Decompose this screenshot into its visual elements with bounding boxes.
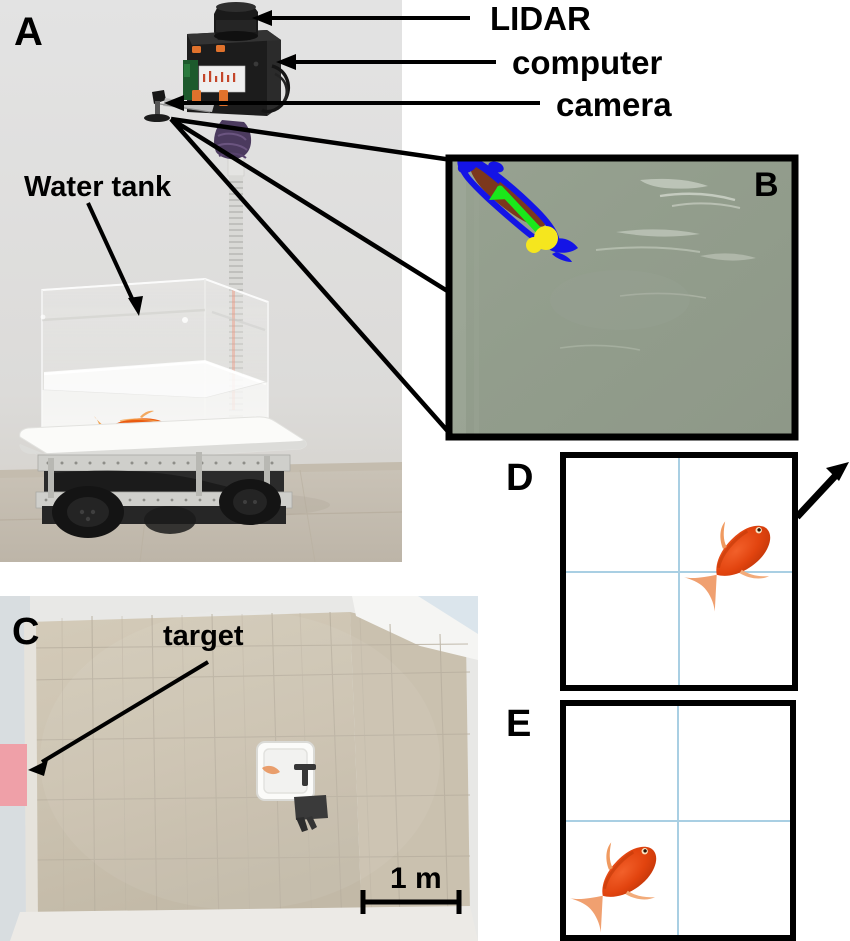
panel-letter-c: C [12,611,40,653]
fish-panel-d [684,521,771,612]
lidar-sensor [214,2,258,41]
panel-b-photo [445,154,799,441]
label-lidar: LIDAR [490,0,591,37]
panel-letter-d: D [506,457,534,499]
robot-chassis [35,452,293,538]
projection-lines [169,116,454,438]
motion-arrow-d [794,462,849,520]
water-tank-leader [86,202,143,316]
panel-letter-e: E [506,703,532,745]
label-target: target [163,620,244,652]
annotation-leaders [180,16,540,105]
camera-sensor [144,90,214,122]
robot-wheels [52,479,281,538]
robot-platform [19,416,307,470]
water-tank [40,277,269,445]
fish-panel-e [570,842,657,933]
cable-bundle [214,120,252,160]
label-scale-bar: 1 m [390,862,442,895]
label-water-tank: Water tank [24,171,172,203]
target-patch [0,744,27,806]
onboard-computer [183,30,291,116]
label-camera: camera [556,86,672,123]
annotation-arrowheads [164,10,296,111]
panel-a-photo [0,0,402,562]
label-computer: computer [512,44,663,81]
panel-letter-b: B [754,166,779,204]
goldfish-in-tank [94,410,176,448]
panel-d-diagram [560,452,849,691]
robot-overhead [256,741,328,832]
panel-e-diagram [560,700,796,941]
target-leader [28,660,210,776]
tracking-overlay [457,158,578,262]
panel-letter-a: A [14,10,43,54]
